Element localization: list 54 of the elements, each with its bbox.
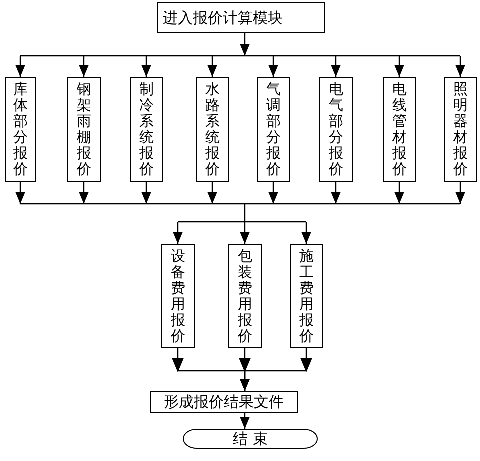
connector-line [178, 221, 306, 223]
connector-arrow [79, 182, 89, 204]
connector-arrow [268, 56, 278, 77]
box-label: 形成报价结果文件 [164, 393, 284, 411]
connector-line [20, 55, 460, 57]
process-box [444, 77, 477, 182]
box-label: 设备费用报价 [170, 250, 186, 346]
box-label: 气调部分报价 [266, 83, 281, 179]
box-label: 制冷系统报价 [139, 83, 154, 179]
process-box [319, 77, 353, 182]
connector-arrow [240, 33, 250, 56]
connector-arrow [456, 182, 466, 204]
connector-arrow [16, 56, 26, 77]
process-box [130, 77, 163, 182]
terminator-label: 结 束 [233, 430, 268, 448]
connector-arrow [394, 56, 404, 77]
process-box [290, 244, 323, 348]
box-label: 库体部分报价 [13, 83, 28, 179]
connector-arrow [142, 56, 152, 77]
process-box [5, 77, 36, 182]
connector-arrow [302, 222, 312, 244]
process-box [161, 244, 195, 348]
box-label: 钢架雨棚报价 [76, 83, 92, 179]
process-box [150, 391, 298, 413]
connector-arrow [142, 182, 152, 204]
terminator-shape [183, 429, 318, 449]
connector-arrow [394, 182, 404, 204]
connector-arrow [456, 56, 466, 77]
connector-arrow [208, 182, 218, 204]
box-label: 施工费用报价 [299, 250, 314, 346]
connector-arrow [208, 56, 218, 77]
box-label: 水路系统报价 [205, 83, 220, 179]
connector-arrow [79, 56, 89, 77]
process-box [67, 77, 101, 182]
box-label: 电线管材报价 [392, 83, 407, 179]
connector-line [244, 204, 246, 222]
connector-arrow [240, 413, 250, 429]
connector-arrow [173, 222, 183, 244]
connector-arrow [331, 182, 341, 204]
connector-arrow [331, 56, 341, 77]
connector-arrow [16, 182, 26, 204]
box-label: 电气部分报价 [328, 83, 344, 179]
process-box [157, 2, 325, 33]
box-label: 包装费用报价 [238, 250, 252, 346]
box-label: 照明器材报价 [453, 83, 468, 179]
process-box [196, 77, 229, 182]
box-label: 进入报价计算模块 [163, 8, 283, 26]
process-box [228, 244, 262, 348]
connector-arrow [240, 222, 250, 244]
connector-arrow [268, 182, 278, 204]
connector-arrow [240, 347, 312, 392]
process-box [383, 77, 416, 182]
process-box [257, 77, 290, 182]
connector-line [20, 203, 460, 205]
